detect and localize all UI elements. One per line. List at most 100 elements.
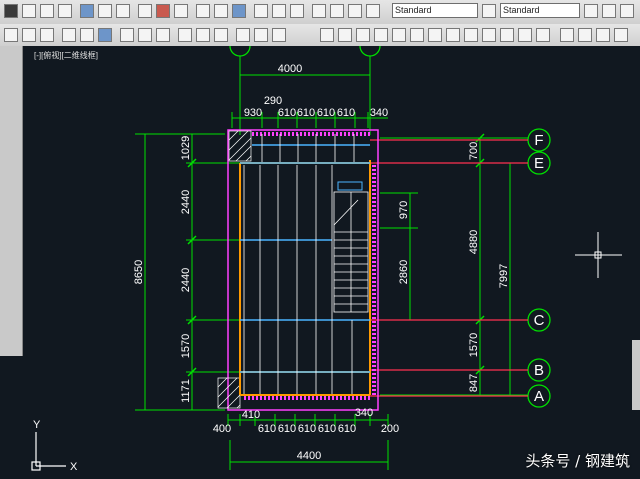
toolbar-button[interactable] bbox=[500, 28, 514, 42]
dim-bottom-seg-7: 340 bbox=[355, 407, 373, 419]
toolbar-button[interactable] bbox=[290, 4, 304, 18]
toolbar-button[interactable] bbox=[320, 28, 334, 42]
toolbar-button[interactable] bbox=[80, 28, 94, 42]
toolbar-button[interactable] bbox=[614, 28, 628, 42]
toolbar-button[interactable] bbox=[236, 28, 250, 42]
toolbar-button[interactable] bbox=[138, 4, 152, 18]
crosshair-cursor-icon bbox=[575, 232, 622, 278]
dim-top-seg-5: 610 bbox=[317, 107, 335, 119]
toolbar-button[interactable] bbox=[482, 4, 496, 18]
toolbar-button[interactable] bbox=[312, 4, 326, 18]
toolbar-button[interactable] bbox=[4, 28, 18, 42]
toolbar-button[interactable] bbox=[272, 4, 286, 18]
axis-label-b: B bbox=[534, 362, 544, 379]
toolbar-button[interactable] bbox=[584, 4, 598, 18]
toolbar-button[interactable] bbox=[196, 28, 210, 42]
toolbar-second bbox=[0, 24, 640, 47]
toolbar-button[interactable] bbox=[174, 4, 188, 18]
viewport-label[interactable]: [-][俯视][二维线框] bbox=[34, 51, 98, 60]
toolbar-button[interactable] bbox=[482, 28, 496, 42]
toolbar-button[interactable] bbox=[464, 28, 478, 42]
toolbar-button[interactable] bbox=[392, 28, 406, 42]
dim-top-seg-2: 290 bbox=[264, 95, 282, 107]
toolbar-button[interactable] bbox=[214, 28, 228, 42]
ucs-y-label: Y bbox=[33, 419, 41, 431]
toolbar-button[interactable] bbox=[518, 28, 532, 42]
dim-style-combo[interactable]: Standard bbox=[500, 3, 580, 18]
dim-top-seg-3: 610 bbox=[278, 107, 296, 119]
toolbar-button[interactable] bbox=[560, 28, 574, 42]
dim-bottom-seg-2: 610 bbox=[258, 423, 276, 435]
toolbar-button[interactable] bbox=[232, 4, 246, 18]
toolbar-button[interactable] bbox=[214, 4, 228, 18]
dim-bottom-seg-1: 410 bbox=[242, 409, 260, 421]
toolbar-button[interactable] bbox=[156, 4, 170, 18]
toolbar-button[interactable] bbox=[446, 28, 460, 42]
dim-bottom-seg-4: 610 bbox=[298, 423, 316, 435]
toolbar-button[interactable] bbox=[80, 4, 94, 18]
dim-bottom-right: 200 bbox=[381, 423, 399, 435]
toolbar-button[interactable] bbox=[356, 28, 370, 42]
dim-bottom-seg-6: 610 bbox=[338, 423, 356, 435]
dim-left-seg-3: 2440 bbox=[180, 268, 192, 292]
right-dock-panel[interactable] bbox=[632, 340, 640, 410]
toolbar-button[interactable] bbox=[116, 4, 130, 18]
ucs-x-label: X bbox=[70, 461, 78, 473]
dim-top-seg-4: 610 bbox=[297, 107, 315, 119]
dim-left-overall: 8650 bbox=[133, 260, 145, 284]
toolbar-button[interactable] bbox=[254, 28, 268, 42]
toolbar-button[interactable] bbox=[196, 4, 210, 18]
toolbar-button[interactable] bbox=[578, 28, 592, 42]
toolbar-button[interactable] bbox=[178, 28, 192, 42]
dim-left-seg-5: 1171 bbox=[180, 379, 192, 403]
toolbar-button[interactable] bbox=[40, 28, 54, 42]
left-dock-panel[interactable] bbox=[0, 46, 23, 356]
drawing-canvas[interactable]: F E C B A bbox=[0, 35, 640, 479]
dim-top-seg-1: 930 bbox=[244, 107, 262, 119]
toolbar-button[interactable] bbox=[410, 28, 424, 42]
toolbar-button[interactable] bbox=[22, 4, 36, 18]
toolbar-button[interactable] bbox=[366, 4, 380, 18]
text-style-combo[interactable]: Standard bbox=[392, 3, 478, 18]
dim-bottom-seg-3: 610 bbox=[278, 423, 296, 435]
toolbar-button[interactable] bbox=[138, 28, 152, 42]
toolbar-button[interactable] bbox=[536, 28, 550, 42]
ucs-icon bbox=[31, 432, 66, 471]
toolbar-button[interactable] bbox=[338, 28, 352, 42]
dim-top-seg-7: 340 bbox=[370, 107, 388, 119]
dim-left-seg-4: 1570 bbox=[180, 334, 192, 358]
toolbar-button[interactable] bbox=[4, 4, 18, 18]
axis-label-c: C bbox=[534, 312, 545, 329]
toolbar-button[interactable] bbox=[254, 4, 268, 18]
watermark: 头条号 / 钢建筑 bbox=[525, 452, 630, 470]
toolbar-button[interactable] bbox=[602, 4, 616, 18]
dim-right-seg-1: 700 bbox=[468, 142, 480, 160]
toolbar-button[interactable] bbox=[374, 28, 388, 42]
dim-bottom-seg-5: 610 bbox=[318, 423, 336, 435]
toolbar-button[interactable] bbox=[40, 4, 54, 18]
toolbar-button[interactable] bbox=[120, 28, 134, 42]
dim-bottom-left: 400 bbox=[213, 423, 231, 435]
toolbar-button[interactable] bbox=[98, 28, 112, 42]
toolbar-button[interactable] bbox=[620, 4, 634, 18]
dim-right-seg-2: 970 bbox=[398, 201, 410, 219]
dim-bottom-overall: 4400 bbox=[297, 450, 321, 462]
toolbar-button[interactable] bbox=[58, 4, 72, 18]
toolbar-button[interactable] bbox=[98, 4, 112, 18]
dim-right-seg-5: 847 bbox=[468, 374, 480, 392]
toolbar-button[interactable] bbox=[272, 28, 286, 42]
dim-right-overall-2: 7997 bbox=[498, 264, 510, 288]
axis-label-a: A bbox=[534, 388, 544, 405]
toolbar-button[interactable] bbox=[156, 28, 170, 42]
dim-left-seg-2: 2440 bbox=[180, 190, 192, 214]
toolbar-button[interactable] bbox=[348, 4, 362, 18]
dim-top-overall: 4000 bbox=[278, 63, 302, 75]
toolbar-button[interactable] bbox=[22, 28, 36, 42]
toolbar-button[interactable] bbox=[596, 28, 610, 42]
floor-plan-drawing: F E C B A bbox=[31, 35, 622, 473]
toolbar-button[interactable] bbox=[62, 28, 76, 42]
toolbar-button[interactable] bbox=[428, 28, 442, 42]
toolbar-button[interactable] bbox=[330, 4, 344, 18]
dim-top-seg-6: 610 bbox=[337, 107, 355, 119]
